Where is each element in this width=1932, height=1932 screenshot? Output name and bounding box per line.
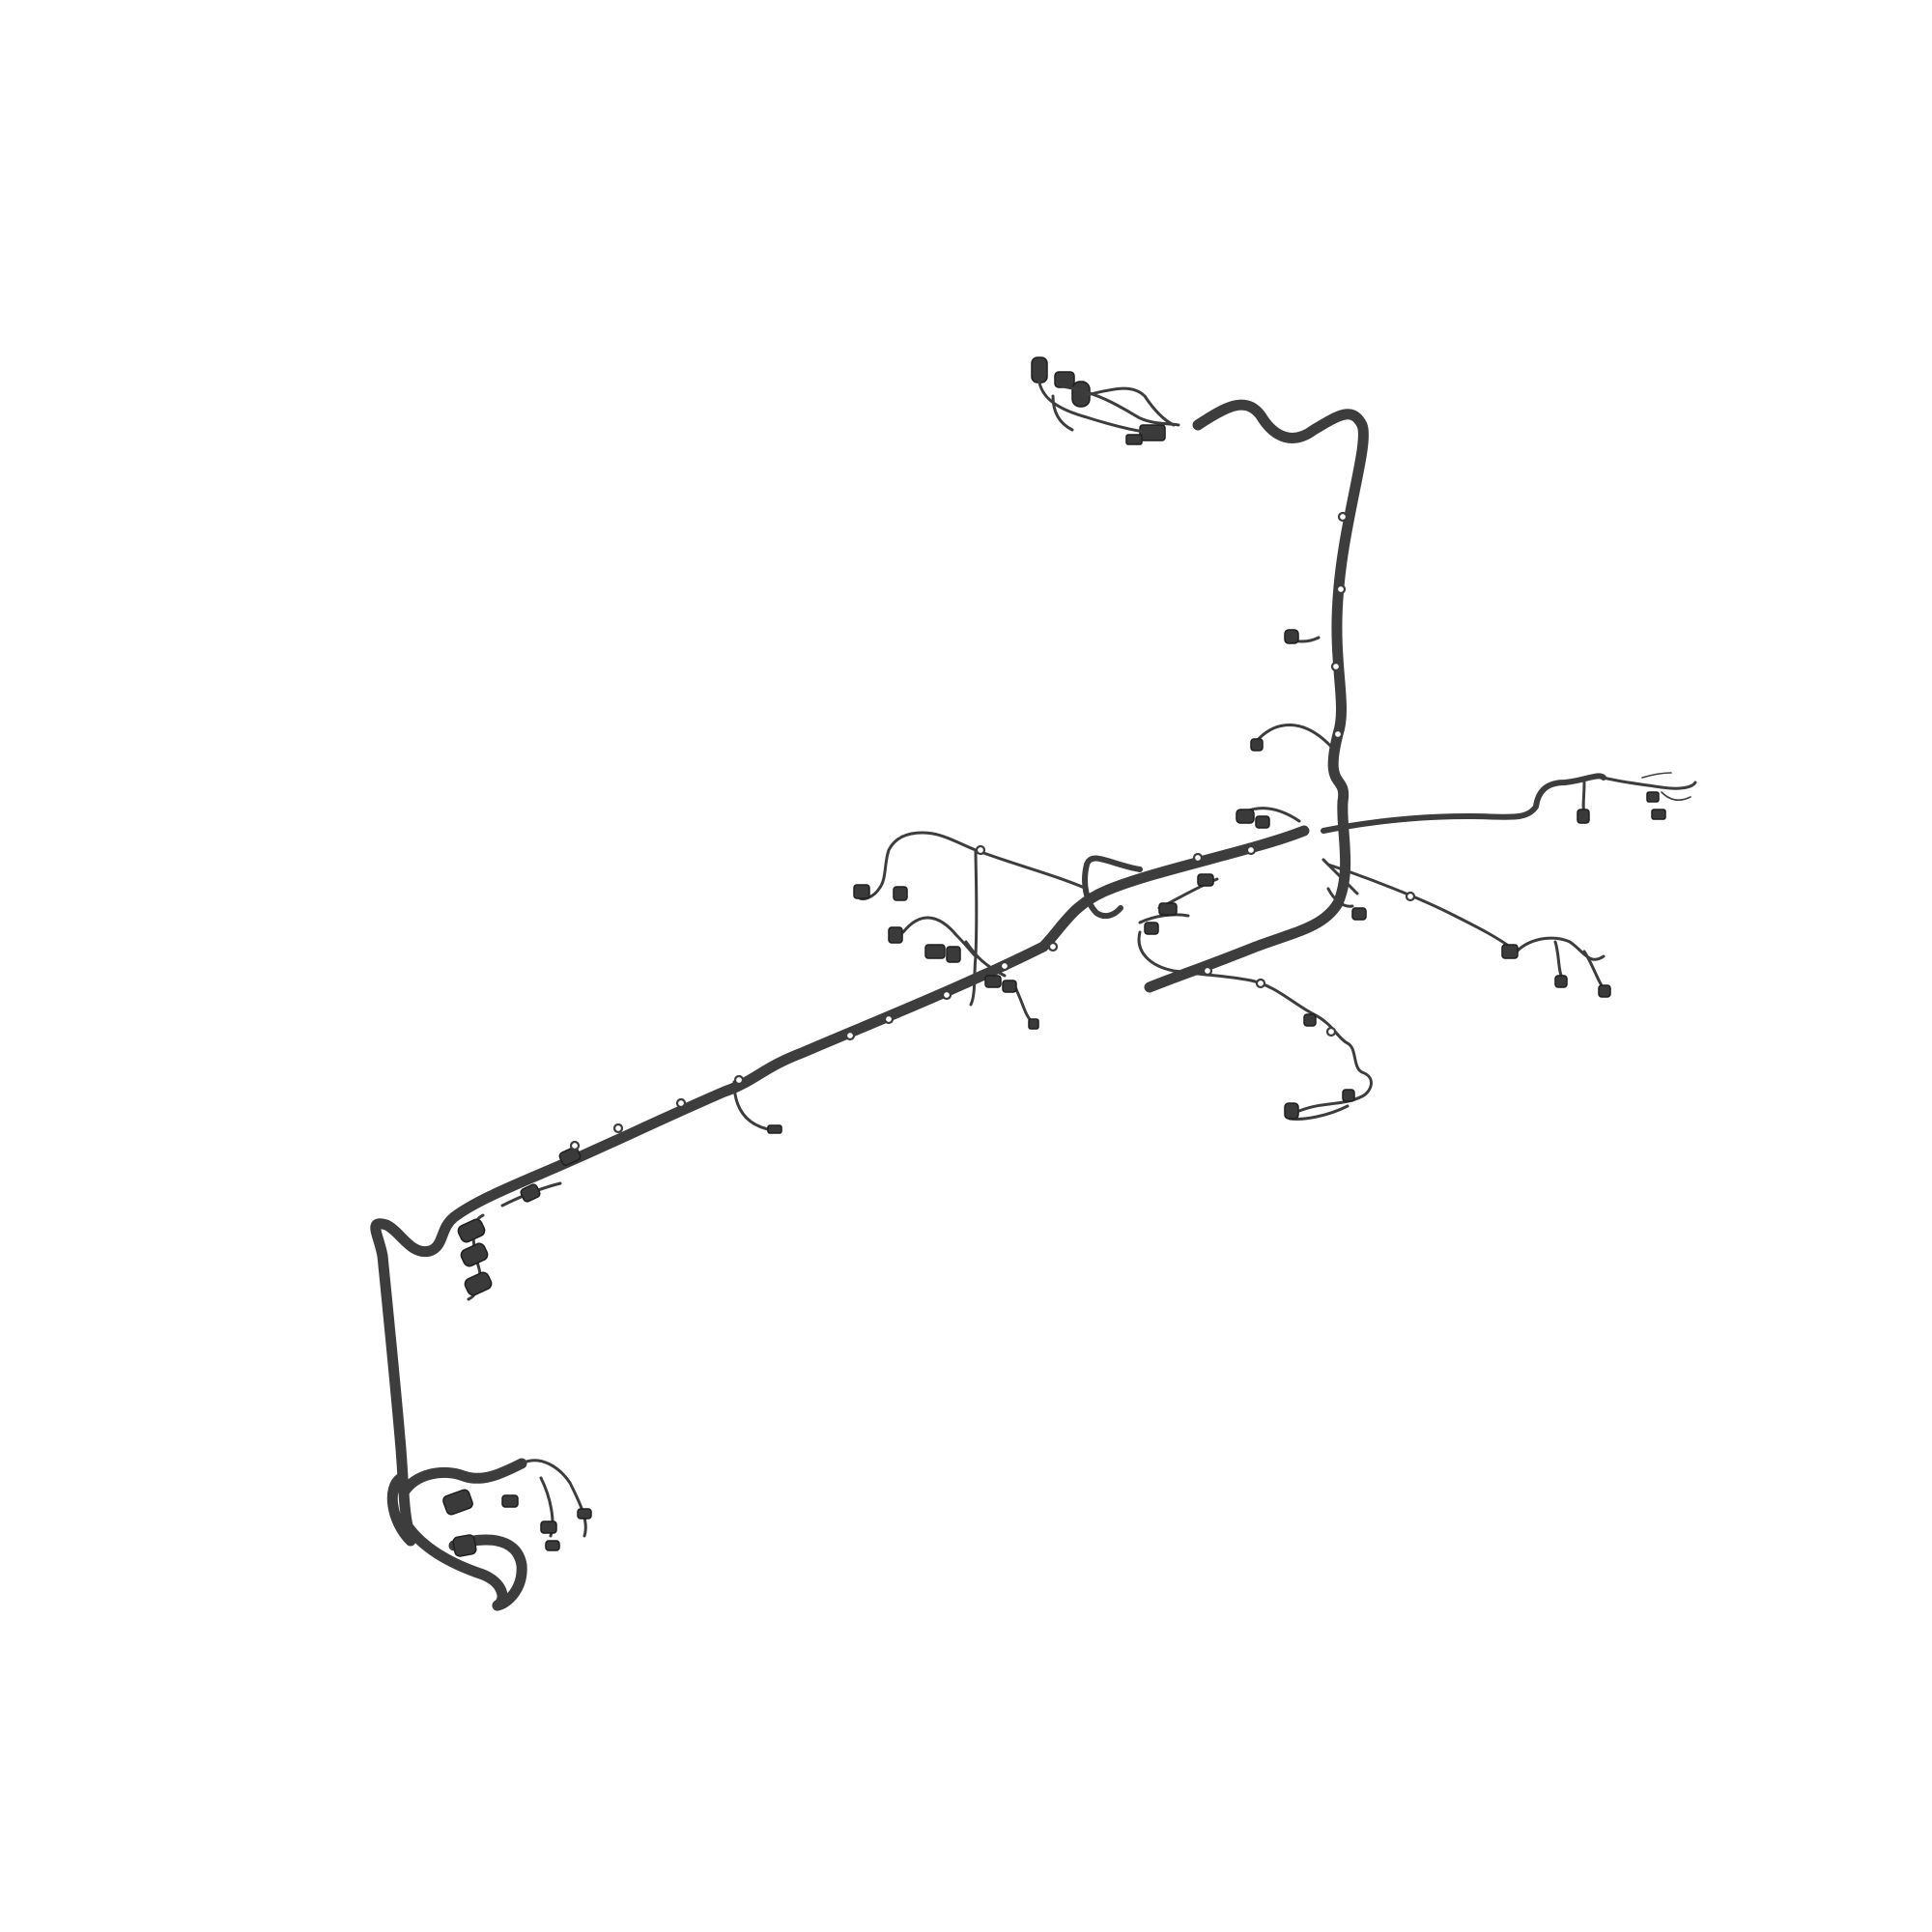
connector-top-1	[1031, 356, 1048, 384]
wire-upper-right-b	[1581, 781, 1586, 815]
clip	[1047, 941, 1059, 952]
connector-right-4	[1501, 944, 1519, 959]
clip	[1245, 844, 1257, 856]
clip	[1325, 1026, 1337, 1037]
clips	[569, 511, 1416, 1151]
connector-right-5	[1554, 975, 1568, 988]
connector-bl-3	[464, 1271, 493, 1296]
bottom-left-loop-lower	[448, 1534, 527, 1611]
clip	[941, 989, 952, 1001]
wire-left-b	[1012, 983, 1036, 1026]
connector-loop-1	[442, 1489, 473, 1516]
wire-left-c	[732, 1080, 775, 1132]
connector-top-4	[1139, 424, 1166, 441]
connector-loop-4	[540, 1520, 557, 1534]
connector-loop-5	[545, 1540, 560, 1551]
connector-bl-5	[558, 1146, 582, 1167]
diagonal-trunk	[370, 825, 1310, 1262]
connector-centre-6	[1158, 902, 1178, 916]
clip	[1192, 852, 1204, 864]
connector-right-1	[1577, 809, 1590, 824]
connector-loop-6	[577, 1508, 592, 1520]
main-trunks	[370, 399, 1610, 1611]
connector-left-4	[1028, 1018, 1039, 1030]
connector-centre-11	[1284, 629, 1299, 644]
upper-left-branch	[858, 831, 1089, 900]
clip	[1335, 583, 1347, 595]
connector-centre-7	[1144, 922, 1159, 935]
wire-upper-right-a	[1602, 776, 1697, 790]
connector-centre-4	[1002, 980, 1017, 993]
clip	[1405, 891, 1416, 902]
connector-loop-2	[452, 1534, 477, 1557]
wire-centre-d	[1326, 887, 1354, 908]
wire-upper-right-c	[1641, 772, 1691, 802]
clip	[1337, 511, 1349, 523]
connector-top-5	[1125, 434, 1143, 445]
connector-right-7	[1351, 907, 1367, 921]
connector-centre-8	[1197, 873, 1214, 887]
connector-bl-4	[520, 1183, 541, 1203]
connector-centre-9	[1236, 809, 1255, 824]
connector-left-2	[888, 926, 903, 944]
connector-centre-3	[984, 975, 1002, 988]
lower-centre-branch	[1137, 930, 1373, 1113]
left-drop-trunk	[377, 1250, 413, 1532]
clip	[883, 1013, 895, 1025]
wire-centre-c	[1321, 858, 1359, 895]
connector-lower-3	[1342, 1089, 1355, 1102]
clip	[733, 1074, 745, 1086]
clip	[999, 960, 1010, 972]
connectors	[442, 356, 1666, 1557]
connector-right-6	[1598, 984, 1611, 998]
clip	[975, 844, 986, 856]
clip	[1202, 965, 1213, 977]
connector-left-1	[853, 884, 870, 899]
right-branch-trunk	[1321, 773, 1606, 834]
clip	[569, 1140, 581, 1151]
top-breakout-wires	[1037, 381, 1180, 435]
connector-left-3	[767, 1124, 782, 1134]
clip	[612, 1122, 624, 1134]
bottom-left-loop-upper	[386, 1458, 527, 1547]
connector-centre-2	[946, 946, 961, 963]
connector-right-2	[1651, 809, 1666, 820]
connector-centre-5	[893, 886, 908, 901]
wire-bottom-left-a	[520, 1459, 587, 1538]
wire-left-a	[901, 916, 978, 958]
clip	[675, 1097, 687, 1109]
connector-lower-2	[1303, 1013, 1317, 1027]
connector-centre-1	[924, 944, 946, 959]
connector-right-3	[1646, 791, 1660, 803]
bottom-left-loop	[402, 1520, 508, 1611]
connector-loop-3	[501, 1494, 519, 1508]
connector-bl-2	[460, 1242, 489, 1267]
clip	[1255, 978, 1266, 989]
clip	[1330, 661, 1342, 672]
wire-mid-a	[1254, 724, 1335, 751]
connector-lower-1	[1284, 1102, 1299, 1120]
connector-centre-12	[1250, 738, 1264, 752]
clip	[844, 1030, 856, 1041]
connector-top-2	[1054, 371, 1075, 388]
upper-trunk-mid	[1144, 796, 1351, 993]
lower-right-branch	[1326, 863, 1519, 953]
wire-left-d	[964, 940, 1007, 978]
upper-trunk	[1192, 399, 1369, 808]
upper-left-subbranch	[969, 848, 979, 1007]
clip	[1332, 728, 1344, 740]
connector-centre-10	[1255, 815, 1270, 829]
connector-bl-1	[457, 1218, 486, 1243]
secondary-wires	[467, 636, 1697, 1538]
wire-centre-b	[1138, 913, 1190, 924]
